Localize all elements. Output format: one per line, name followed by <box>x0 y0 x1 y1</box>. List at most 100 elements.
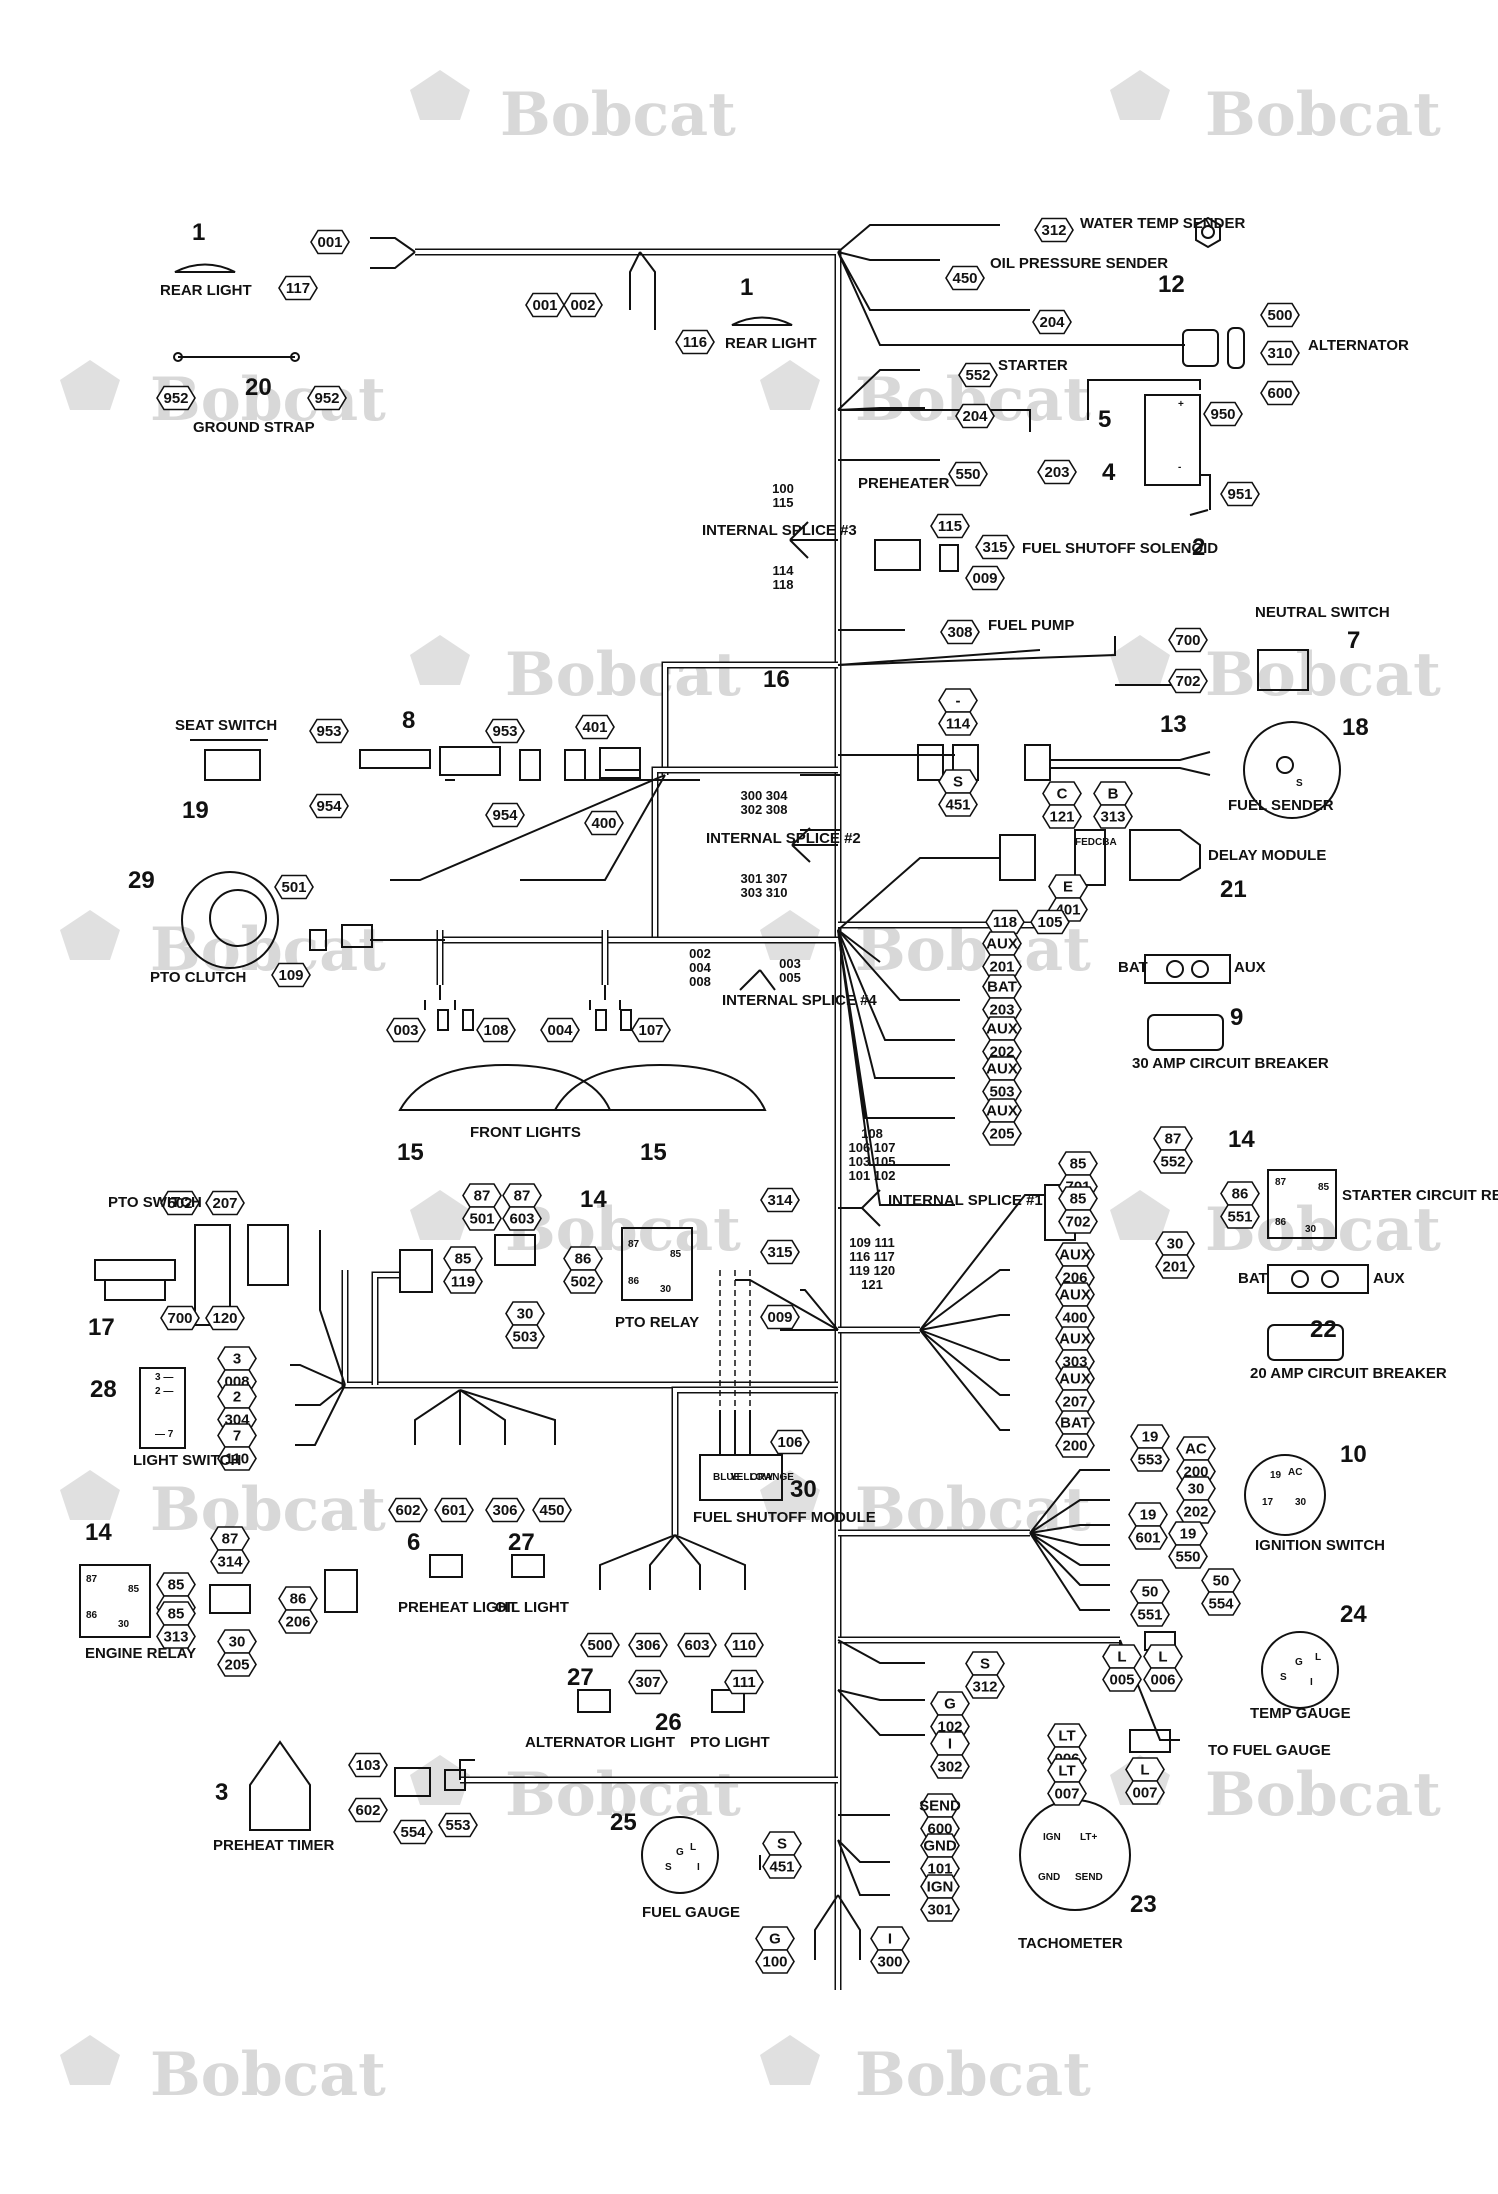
callout-number: 3 <box>215 1779 228 1806</box>
wire-tag-shape <box>1055 1433 1095 1458</box>
wire-tag-label: - <box>956 693 961 710</box>
battery-cable-icon <box>1087 379 1211 516</box>
wire-tag-shape <box>945 265 985 291</box>
wire-tag-label: 85 <box>455 1251 472 1268</box>
callout-number: 27 <box>567 1664 594 1691</box>
svg-text:Bobcat: Bobcat <box>150 2040 386 2110</box>
light-switch-pin-label: — 7 <box>155 1429 174 1440</box>
wire-tag-shape <box>1260 380 1300 406</box>
water-temp-sender-label: WATER TEMP SENDER <box>1080 215 1245 232</box>
wire-tag-label: 553 <box>445 1817 470 1834</box>
wire-tag-shape <box>1128 1525 1168 1550</box>
delay-module-icon <box>1129 829 1201 881</box>
wire-tag-shape <box>1034 217 1074 243</box>
component-label: OIL LIGHT <box>495 1599 569 1616</box>
component-label: STARTER CIRCUIT RELAY <box>1342 1187 1498 1204</box>
wire-tag-shape <box>677 1632 717 1658</box>
callout-number: 30 <box>790 1476 817 1503</box>
wire-tag-label: 550 <box>1175 1549 1200 1566</box>
wire-tag-label: E <box>1063 879 1073 896</box>
watermark-logo-icon <box>760 360 820 410</box>
wire-tag-shape <box>675 329 715 355</box>
wire-tag-label: 111 <box>732 1674 755 1691</box>
splice-2-label: INTERNAL SPLICE #2 <box>706 830 861 847</box>
splice-3-label: INTERNAL SPLICE #3 <box>702 522 857 539</box>
wire-tag-label: 307 <box>635 1674 660 1691</box>
gauge-pin-label: I <box>1310 1677 1313 1688</box>
splice-code: 303 310 <box>741 885 788 900</box>
engine-relay-icon <box>79 1564 151 1638</box>
wire-tag-shape <box>443 1269 483 1294</box>
wire-tag-label: 306 <box>492 1502 517 1519</box>
wire-tag-shape <box>156 385 196 411</box>
wire-tag-label: 106 <box>777 1434 802 1451</box>
watermark-logo-icon <box>760 910 820 960</box>
fuel-gauge-icon <box>641 1816 719 1894</box>
svg-text:Bobcat: Bobcat <box>505 1760 741 1830</box>
wire-tag-label: I <box>888 1931 892 1948</box>
relay-pin-label: 87 <box>1275 1177 1287 1188</box>
watermark-logo-icon <box>60 360 120 410</box>
front-light-connector-icon <box>462 1009 474 1031</box>
fuel-sender-s-label: S <box>1296 778 1303 789</box>
fuel-gauge-connector-icon <box>1129 1729 1171 1753</box>
ground-strap-icon <box>173 352 183 362</box>
wire-tag-label: 001 <box>532 297 557 314</box>
wire-tag-label: 87 <box>514 1188 531 1205</box>
svg-text:Bobcat: Bobcat <box>1205 1760 1441 1830</box>
wire-tag-label: 308 <box>947 624 972 641</box>
wire-tag-shape <box>1047 1781 1087 1806</box>
wire-tag-shape <box>1203 401 1243 427</box>
wire-tag-label: LT <box>1058 1763 1075 1780</box>
fuel-shutoff-module-icon <box>699 1454 783 1501</box>
wire-tag-shape <box>160 1305 200 1331</box>
wire-tag-label: 603 <box>684 1637 709 1654</box>
watermark-logo-icon <box>60 910 120 960</box>
preheat-timer-connector-icon <box>444 1769 466 1791</box>
wire-tag-label: 450 <box>539 1502 564 1519</box>
fuel-shutoff-module-leads-icon <box>719 1410 751 1455</box>
pto-relay-icon <box>621 1227 693 1301</box>
wire-tag-label: 30 <box>517 1306 534 1323</box>
wire-tag-label: 85 <box>1070 1156 1087 1173</box>
wire-tag-shape <box>958 362 998 388</box>
pto-switch-icon <box>94 1259 176 1301</box>
wire-tag-label: 86 <box>1232 1186 1249 1203</box>
splice-4-marker <box>739 969 776 991</box>
wire-tag-label: 550 <box>955 466 980 483</box>
wire-tag-shape <box>930 1754 970 1779</box>
breaker-terminal-block-icon <box>1267 1264 1369 1294</box>
relay-pin-label: 86 <box>86 1610 98 1621</box>
wire-tag-label: 002 <box>570 297 595 314</box>
gauge-pin-label: L <box>690 1842 696 1853</box>
wire-tag-shape <box>1220 1204 1260 1229</box>
watermark: Bobcat <box>410 1190 741 1265</box>
wire-color-label: ORANGE <box>750 1472 794 1483</box>
wire-tag-label: 19 <box>1142 1429 1159 1446</box>
splice-code: 101 102 <box>849 1168 896 1183</box>
wire-tag-label: 950 <box>1210 406 1235 423</box>
wire-tag-label: L <box>1158 1649 1167 1666</box>
component-label: SEAT SWITCH <box>175 717 277 734</box>
wire-tag-shape <box>502 1206 542 1231</box>
callout-number: 5 <box>1098 406 1111 433</box>
wire-tag-label: 301 <box>927 1902 952 1919</box>
gauge-pin-label: S <box>665 1862 672 1873</box>
wire-tag-shape <box>580 1632 620 1658</box>
wire-tag-label: 205 <box>989 1126 1014 1143</box>
wire-tag-shape <box>271 962 311 988</box>
preheat-timer-icon <box>249 1740 311 1831</box>
front-light-connector-icon <box>437 1009 449 1031</box>
wire-tag-label: 954 <box>492 807 518 824</box>
front-light-icon <box>398 1063 612 1111</box>
wire-tag-shape <box>310 229 350 255</box>
wire-tag-label: G <box>769 1931 781 1948</box>
front-light-icon <box>553 1063 767 1111</box>
branch-wires <box>290 224 1190 1960</box>
wire-tag-shape <box>724 1632 764 1658</box>
wire-tag-label: 86 <box>575 1251 592 1268</box>
component-label: STARTER <box>998 357 1068 374</box>
wire-tag-label: 500 <box>587 1637 612 1654</box>
